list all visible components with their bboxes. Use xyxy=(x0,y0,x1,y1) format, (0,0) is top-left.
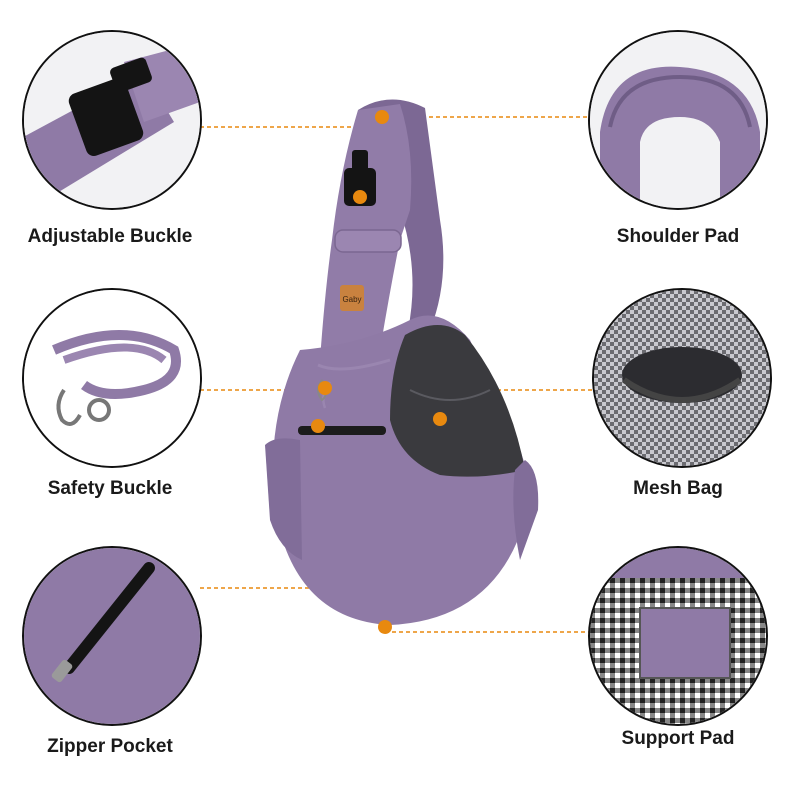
zipper-pocket-closeup xyxy=(22,546,202,726)
support-pad-label: Support Pad xyxy=(621,728,735,749)
shoulder-pad-label: Shoulder Pad xyxy=(616,226,740,247)
callout-dot-safety xyxy=(318,381,332,395)
callout-dot-mesh xyxy=(433,412,447,426)
support-pad-closeup xyxy=(588,546,768,726)
adjustable-buckle-label: Adjustable Buckle xyxy=(27,226,193,247)
mesh-bag-closeup xyxy=(592,288,772,468)
mesh-bag-label: Mesh Bag xyxy=(633,478,723,499)
brand-tag-text: Gaby xyxy=(342,295,361,304)
callout-dot-zipper xyxy=(311,419,325,433)
adjustable-buckle-closeup xyxy=(22,30,202,210)
safety-buckle-label: Safety Buckle xyxy=(47,478,173,499)
safety-buckle-closeup xyxy=(22,288,202,468)
pet-sling-carrier: Gaby xyxy=(265,99,539,634)
shoulder-pad-closeup xyxy=(588,30,768,210)
buckle-shape xyxy=(344,168,376,206)
brand-tag xyxy=(340,285,364,311)
zipper-pocket-label: Zipper Pocket xyxy=(47,736,173,757)
callout-dot-support xyxy=(378,620,392,634)
callout-dot-buckle xyxy=(353,190,367,204)
callout-dot-shoulder xyxy=(375,110,389,124)
